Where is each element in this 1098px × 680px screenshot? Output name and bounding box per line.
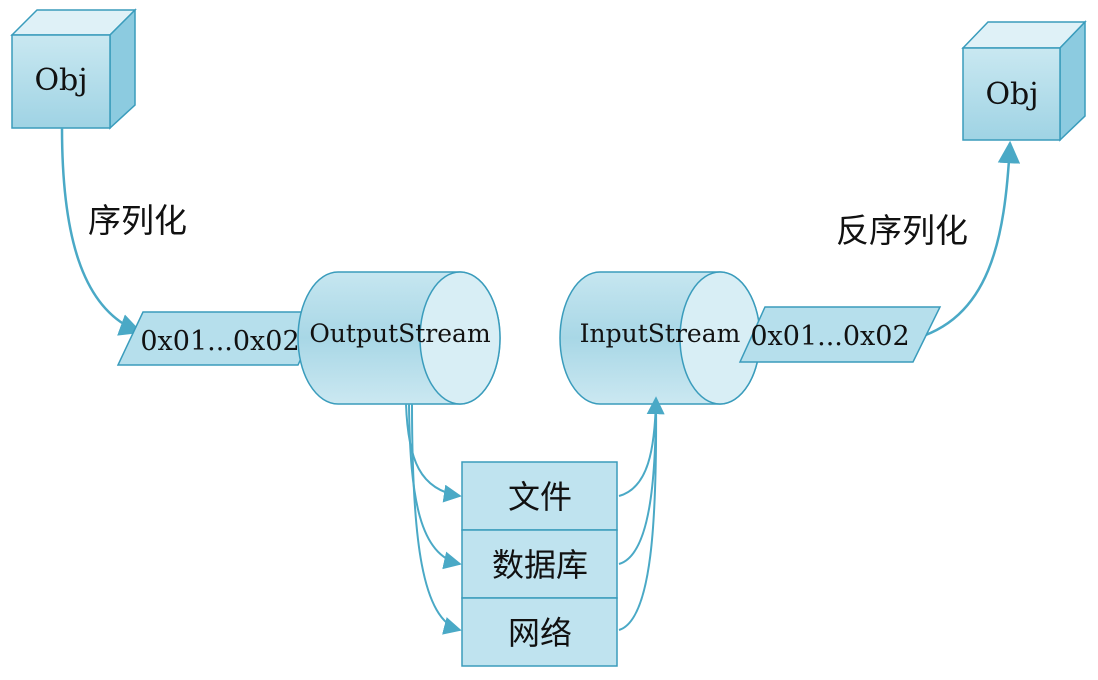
serialize-arrow: [60, 127, 143, 336]
storage-network-label: 网络: [508, 614, 572, 652]
input-stream-label: InputStream: [580, 319, 741, 348]
right-object-label: Obj: [985, 77, 1038, 112]
right-bytes-block: 0x01...0x02: [738, 306, 942, 363]
input-stream-cylinder: InputStream: [559, 271, 761, 405]
right-object-cube: Obj: [961, 20, 1087, 142]
output-to-storage-arrows: [405, 403, 462, 635]
storage-database-label: 数据库: [492, 546, 588, 584]
deserialize-label: 反序列化: [836, 211, 968, 250]
deserialize-arrow: [909, 140, 1021, 342]
right-bytes-label: 0x01...0x02: [750, 321, 909, 352]
left-object-label: Obj: [34, 63, 87, 98]
storage-stack: 文件 数据库 网络: [461, 461, 618, 667]
left-bytes-block: 0x01...0x02: [116, 311, 324, 366]
left-object-cube: Obj: [10, 8, 137, 130]
left-bytes-label: 0x01...0x02: [140, 326, 299, 357]
storage-file-box: [461, 461, 618, 531]
storage-network-box: [461, 597, 618, 667]
storage-database-box: [461, 529, 618, 599]
serialize-label: 序列化: [88, 201, 187, 240]
output-stream-cylinder: OutputStream: [297, 271, 501, 405]
storage-file-label: 文件: [508, 478, 572, 516]
storage-to-input-arrows: [618, 396, 665, 631]
output-stream-label: OutputStream: [309, 319, 491, 348]
